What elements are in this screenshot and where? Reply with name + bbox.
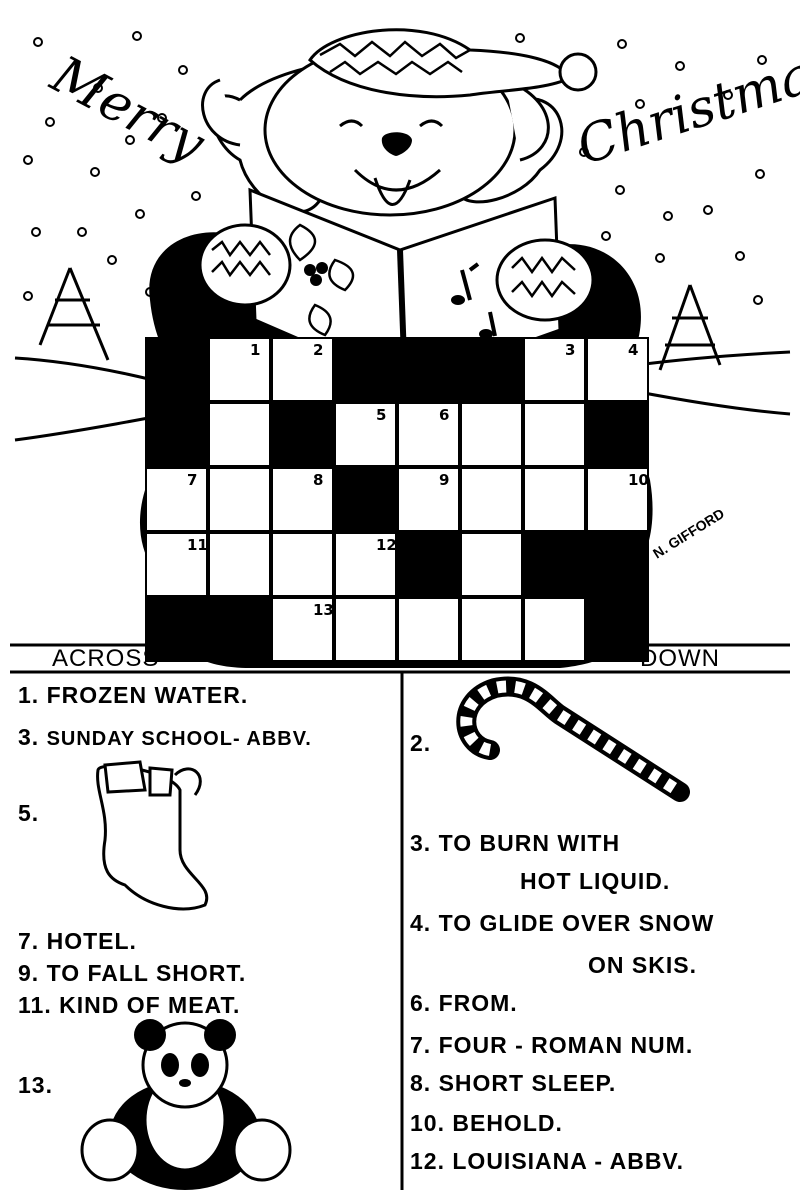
grid-cell[interactable]: [460, 467, 523, 532]
blocked-cell: [586, 532, 649, 597]
across-clue-3: 3. SUNDAY SCHOOL- ABBV.: [18, 724, 312, 750]
stocking-icon: [96, 760, 209, 911]
grid-cell[interactable]: 11: [145, 532, 208, 597]
blocked-cell: [523, 532, 586, 597]
grid-cell[interactable]: [208, 532, 271, 597]
down-clue-4-line2: ON SKIS.: [588, 952, 697, 978]
across-clue-7: 7. HOTEL.: [18, 928, 137, 954]
grid-cell[interactable]: 2: [271, 337, 334, 402]
grid-cell[interactable]: 9: [397, 467, 460, 532]
grid-cell[interactable]: 1: [208, 337, 271, 402]
grid-cell[interactable]: 10: [586, 467, 649, 532]
candy-cane-icon: [456, 676, 690, 802]
down-clue-3-line2: HOT LIQUID.: [520, 868, 671, 894]
down-clue-4: 4. TO GLIDE OVER SNOW: [410, 910, 715, 936]
blocked-cell: [145, 337, 208, 402]
cell-number: 13: [313, 601, 334, 619]
panda-bear-icon: [80, 1019, 292, 1190]
across-clue-9: 9. TO FALL SHORT.: [18, 960, 247, 986]
blocked-cell: [586, 402, 649, 467]
across-clue-5: 5.: [18, 800, 40, 826]
cell-number: 11: [187, 536, 208, 554]
down-clue-12: 12. LOUISIANA - ABBV.: [410, 1148, 685, 1174]
grid-cell[interactable]: [460, 532, 523, 597]
grid-cell[interactable]: [397, 597, 460, 662]
down-clue-6: 6. FROM.: [410, 990, 518, 1016]
cell-number: 5: [376, 406, 387, 424]
grid-cell[interactable]: 12: [334, 532, 397, 597]
down-clue-7: 7. FOUR - ROMAN NUM.: [410, 1032, 694, 1058]
grid-cell[interactable]: [334, 597, 397, 662]
cell-number: 12: [376, 536, 397, 554]
cell-number: 3: [565, 341, 576, 359]
cell-number: 2: [313, 341, 324, 359]
blocked-cell: [334, 467, 397, 532]
blocked-cell: [145, 402, 208, 467]
blocked-cell: [460, 337, 523, 402]
cell-number: 8: [313, 471, 324, 489]
grid-cell[interactable]: 4: [586, 337, 649, 402]
tree-left-icon: [38, 267, 110, 361]
grid-cell[interactable]: [523, 597, 586, 662]
blocked-cell: [586, 597, 649, 662]
cell-number: 7: [187, 471, 198, 489]
across-clue-11: 11. KIND OF MEAT.: [18, 992, 241, 1018]
across-clue-1: 1. FROZEN WATER.: [18, 682, 249, 708]
grid-cell[interactable]: [460, 597, 523, 662]
cell-number: 9: [439, 471, 450, 489]
tree-right-icon: [658, 284, 722, 371]
blocked-cell: [208, 597, 271, 662]
grid-cell[interactable]: [460, 402, 523, 467]
grid-cell[interactable]: 3: [523, 337, 586, 402]
right-mitten-icon: [495, 238, 595, 322]
grid-cell[interactable]: [208, 402, 271, 467]
grid-cell[interactable]: [208, 467, 271, 532]
grid-cell[interactable]: [523, 467, 586, 532]
grid-cell[interactable]: 5: [334, 402, 397, 467]
blocked-cell: [397, 337, 460, 402]
down-header: DOWN: [640, 645, 720, 672]
grid-cell[interactable]: [271, 532, 334, 597]
grid-cell[interactable]: 7: [145, 467, 208, 532]
across-clue-13: 13.: [18, 1072, 53, 1098]
left-mitten-icon: [198, 223, 292, 307]
grid-cell[interactable]: 8: [271, 467, 334, 532]
cell-number: 4: [628, 341, 639, 359]
across-header: ACROSS: [52, 645, 160, 672]
blocked-cell: [334, 337, 397, 402]
blocked-cell: [397, 532, 460, 597]
cell-number: 10: [628, 471, 649, 489]
blocked-cell: [271, 402, 334, 467]
grid-cell[interactable]: 13: [271, 597, 334, 662]
cell-number: 6: [439, 406, 450, 424]
blocked-cell: [145, 597, 208, 662]
snowflakes: [23, 31, 767, 331]
cell-number: 1: [250, 341, 261, 359]
grid-cell[interactable]: 6: [397, 402, 460, 467]
down-clue-3: 3. TO BURN WITH: [410, 830, 621, 856]
down-clue-8: 8. SHORT SLEEP.: [410, 1070, 617, 1096]
down-clue-10: 10. BEHOLD.: [410, 1110, 563, 1136]
down-clue-2: 2.: [410, 730, 432, 756]
grid-cell[interactable]: [523, 402, 586, 467]
